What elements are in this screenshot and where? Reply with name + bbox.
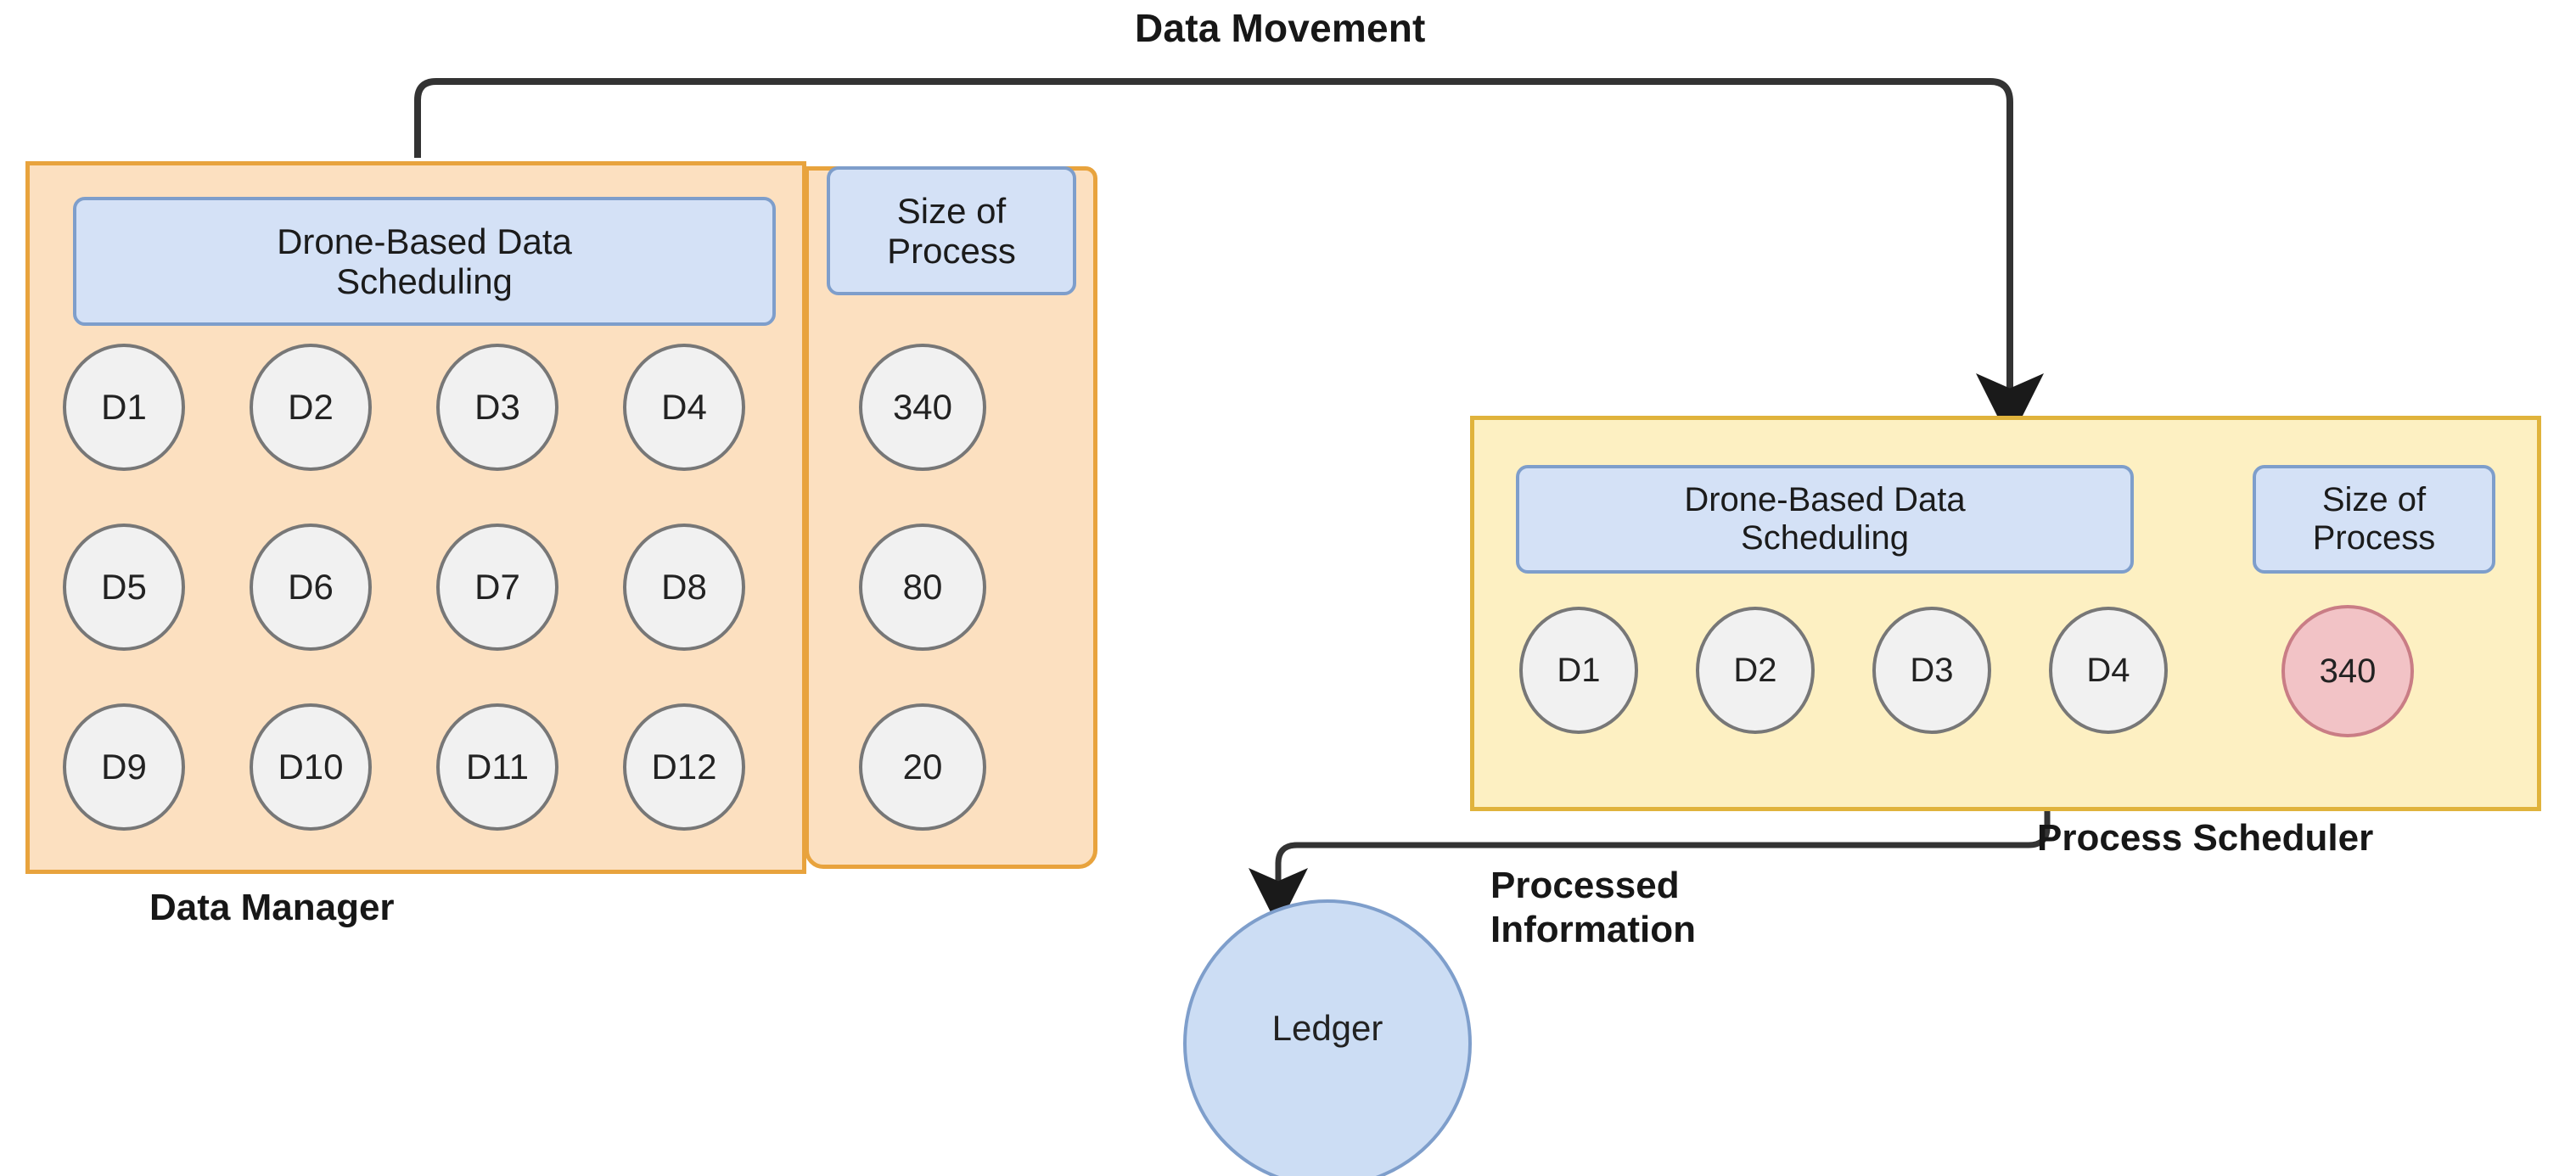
ps-scheduling-header: Drone-Based Data Scheduling [1516,465,2134,574]
dm-drone-D3[interactable]: D3 [436,344,558,471]
dm-drone-D8-label: D8 [661,567,707,607]
dm-drone-D6[interactable]: D6 [250,524,372,651]
dm-drone-D2-label: D2 [288,387,334,427]
ps-drone-D4[interactable]: D4 [2049,607,2168,734]
ps-drone-D2-label: D2 [1733,651,1777,689]
data-movement-label: Data Movement [1135,6,1426,50]
dm-drone-D12[interactable]: D12 [623,703,745,831]
dm-drone-D7[interactable]: D7 [436,524,558,651]
ledger-node[interactable]: Ledger [1183,899,1472,1176]
dm-drone-D10-label: D10 [278,747,344,787]
dm-size-20-label: 20 [902,747,943,787]
dm-drone-D7-label: D7 [474,567,520,607]
dm-drone-D1[interactable]: D1 [63,344,185,471]
dm-drone-D11-label: D11 [466,747,529,787]
dm-drone-D4[interactable]: D4 [623,344,745,471]
process-scheduler-label: Process Scheduler [2037,817,2374,859]
ps-scheduling-header-text: Drone-Based Data Scheduling [1684,481,1966,557]
dm-drone-D9-label: D9 [101,747,147,787]
dm-drone-D1-label: D1 [101,387,147,427]
dm-size-340-label: 340 [892,387,953,427]
dm-drone-D11[interactable]: D11 [436,703,558,831]
ps-drone-D3-label: D3 [1910,651,1954,689]
dm-drone-D5[interactable]: D5 [63,524,185,651]
dm-drone-D8[interactable]: D8 [623,524,745,651]
ps-drone-D1-label: D1 [1557,651,1601,689]
dm-size-20[interactable]: 20 [859,703,986,831]
dm-size-80-label: 80 [902,567,943,607]
ps-drone-D3[interactable]: D3 [1872,607,1991,734]
ledger-label: Ledger [1271,1008,1383,1048]
dm-drone-D4-label: D4 [661,387,707,427]
dm-size-340[interactable]: 340 [859,344,986,471]
ps-drone-D1[interactable]: D1 [1519,607,1638,734]
dm-size-80[interactable]: 80 [859,524,986,651]
ps-active-size-340-label: 340 [2319,652,2377,690]
dm-drone-D2[interactable]: D2 [250,344,372,471]
ps-active-size-340[interactable]: 340 [2281,605,2414,737]
processed-information-label: Processed Information [1490,865,1696,950]
ps-drone-D4-label: D4 [2086,651,2130,689]
ps-size-header-text: Size of Process [2312,481,2436,557]
dm-size-header: Size of Process [827,166,1076,295]
dm-scheduling-header: Drone-Based Data Scheduling [73,197,776,326]
dm-drone-D10[interactable]: D10 [250,703,372,831]
dm-scheduling-header-text: Drone-Based Data Scheduling [277,221,572,301]
ps-size-header: Size of Process [2253,465,2495,574]
data-manager-label: Data Manager [149,887,395,928]
dm-drone-D9[interactable]: D9 [63,703,185,831]
dm-drone-D6-label: D6 [288,567,334,607]
dm-drone-D12-label: D12 [651,747,717,787]
ps-drone-D2[interactable]: D2 [1696,607,1815,734]
dm-drone-D5-label: D5 [101,567,147,607]
dm-size-header-text: Size of Process [887,190,1016,271]
dm-drone-D3-label: D3 [474,387,520,427]
